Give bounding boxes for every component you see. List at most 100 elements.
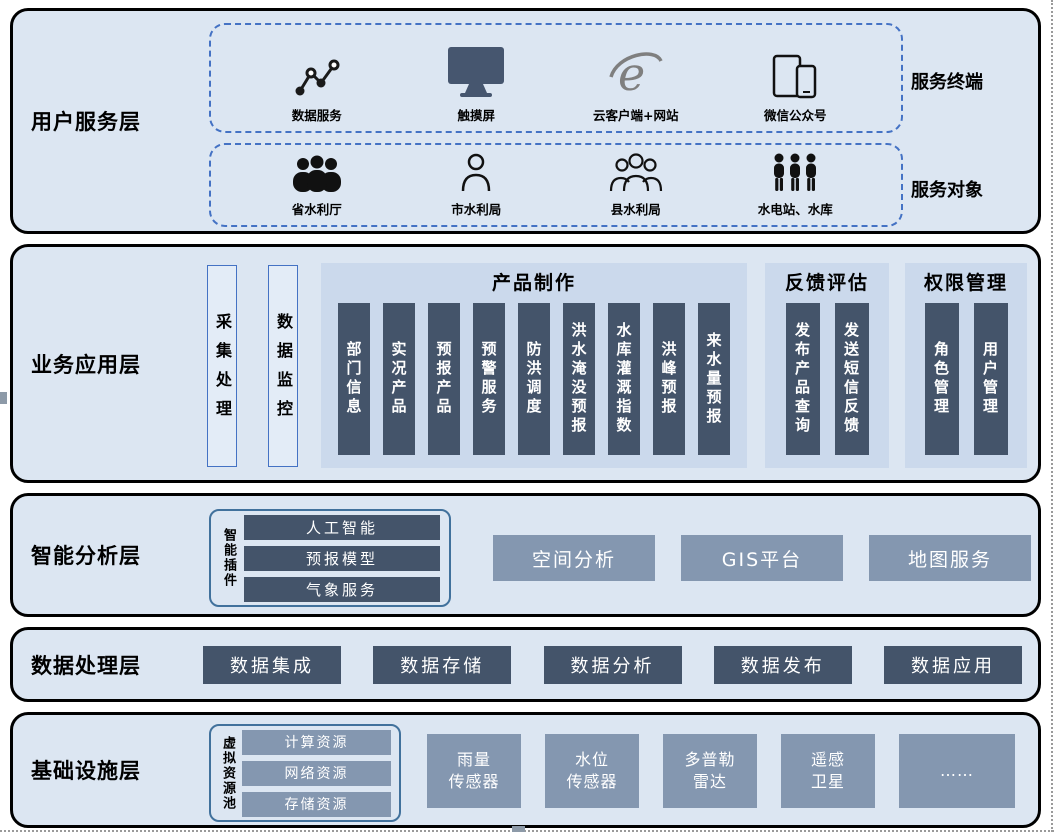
product-bar: 预报产品: [428, 303, 460, 455]
intelligent-plugin-label: 智能插件: [221, 528, 236, 588]
intelligent-plugin-box: 智能插件 人工智能 预报模型 气象服务: [209, 509, 451, 607]
pool-bars: 计算资源 网络资源 存储资源: [242, 729, 391, 817]
terminal-data-service: 数据服务: [262, 33, 372, 124]
product-bar: 实况产品: [383, 303, 415, 455]
audience-provincial: 省水利厅: [262, 153, 372, 218]
selection-marquee-right: [1051, 0, 1053, 832]
audience-municipal: 市水利局: [421, 153, 531, 218]
plugin-bar: 预报模型: [244, 545, 440, 571]
product-bar-label: 洪峰预报: [659, 341, 678, 417]
terminal-label: 触摸屏: [457, 108, 495, 123]
product-bar: 洪峰预报: [653, 303, 685, 455]
browser-icon: e: [608, 41, 664, 99]
product-bar-label: 防洪调度: [524, 341, 543, 417]
product-bar: 预警服务: [473, 303, 505, 455]
product-bar: 部门信息: [338, 303, 370, 455]
pool-bar: 网络资源: [242, 760, 391, 786]
feedback-evaluation-panel: 反馈评估 发布产品查询 发送短信反馈: [765, 263, 889, 468]
person-outline-icon: [459, 153, 493, 193]
remote-sensing-satellite-bar: 遥感 卫星: [781, 734, 875, 808]
processing-bars: 数据集成 数据存储 数据分析 数据发布 数据应用: [203, 645, 1022, 684]
pool-bar: 计算资源: [242, 729, 391, 755]
audience-label: 县水利局: [610, 202, 661, 217]
people-standing-icon: [770, 153, 820, 193]
product-production-title: 产品制作: [491, 272, 576, 294]
mobile-devices-icon: [772, 41, 818, 99]
feedback-bar-label: 发布产品查询: [793, 322, 811, 436]
processing-bar: 数据分析: [543, 645, 682, 684]
processing-bar: 数据发布: [713, 645, 852, 684]
product-bar: 防洪调度: [518, 303, 550, 455]
layer-analysis-label: 智能分析层: [31, 544, 141, 568]
water-level-sensor-bar: 水位 传感器: [545, 734, 639, 808]
selection-handle-bottom: [512, 826, 525, 832]
plugin-bars: 人工智能 预报模型 气象服务: [244, 514, 440, 602]
terminal-label: 云客户端+网站: [593, 108, 679, 123]
layer-business-label: 业务应用层: [31, 352, 141, 377]
pool-bar: 存储资源: [242, 791, 391, 817]
spatial-analysis-bar: 空间分析: [493, 535, 655, 581]
processing-bar: 数据存储: [373, 645, 512, 684]
map-service-bar: 地图服务: [869, 535, 1031, 581]
product-bar-label: 洪水淹没预报: [569, 322, 588, 436]
chip-label: 采集处理: [213, 313, 232, 429]
feedback-bar-label: 发送短信反馈: [842, 322, 860, 436]
audience-label: 省水利厅: [291, 202, 342, 217]
processing-bar: 数据应用: [884, 645, 1022, 684]
permission-management-panel: 权限管理 角色管理 用户管理: [905, 263, 1027, 468]
permission-bar-label: 用户管理: [981, 341, 999, 417]
chip-collection-processing: 采集处理: [207, 265, 237, 467]
layer-infrastructure: 基础设施层 虚拟资源池 计算资源 网络资源 存储资源 雨量 传感器 水位 传感器…: [10, 712, 1041, 828]
terminal-wechat: 微信公众号: [740, 33, 850, 124]
product-bar-label: 预警服务: [479, 341, 498, 417]
ellipsis-bar: ……: [899, 734, 1015, 808]
feedback-evaluation-title: 反馈评估: [784, 272, 869, 294]
layer-processing-label: 数据处理层: [31, 653, 141, 678]
group-outline-icon: [609, 153, 663, 193]
virtual-resource-pool-label: 虚拟资源池: [220, 735, 235, 811]
layer-data-processing: 数据处理层 数据集成 数据存储 数据分析 数据发布 数据应用: [10, 627, 1041, 702]
audience-county: 县水利局: [581, 153, 691, 218]
layer-user-service: 用户服务层 数据服务: [10, 8, 1041, 234]
layer-user-service-label: 用户服务层: [31, 110, 141, 134]
layer-business-application: 业务应用层 采集处理 数据监控 产品制作 部门信息 实况产品 预报产品 预警服务…: [10, 244, 1041, 483]
service-audience-group-label: 服务对象: [911, 180, 983, 201]
touch-screen-icon: [445, 41, 507, 99]
layer-infrastructure-label: 基础设施层: [31, 759, 141, 783]
audience-label: 市水利局: [451, 202, 502, 217]
feedback-bar: 发布产品查询: [785, 303, 820, 455]
group-solid-icon: [290, 153, 344, 193]
product-bar-label: 水库灌溉指数: [614, 322, 633, 436]
gis-platform-bar: GIS平台: [681, 535, 843, 581]
terminal-touch-screen: 触摸屏: [421, 33, 531, 124]
plugin-bar: 气象服务: [244, 576, 440, 602]
selection-marquee-bottom: [0, 830, 1054, 832]
virtual-resource-pool-box: 虚拟资源池 计算资源 网络资源 存储资源: [209, 724, 401, 822]
permission-bars: 角色管理 用户管理: [905, 303, 1027, 455]
service-terminal-group-label: 服务终端: [911, 72, 983, 93]
product-bar-label: 部门信息: [344, 341, 363, 417]
terminal-cloud-client: e 云客户端+网站: [581, 33, 691, 124]
service-audience-group: 省水利厅 市水利局: [209, 143, 903, 227]
sensor-bars: 雨量 传感器 水位 传感器 多普勒 雷达 遥感 卫星 ……: [427, 734, 1015, 808]
service-terminal-group: 数据服务 触摸屏 e 云: [209, 23, 903, 133]
processing-bar: 数据集成: [203, 645, 341, 684]
doppler-radar-bar: 多普勒 雷达: [663, 734, 757, 808]
audience-label: 水电站、水库: [757, 202, 833, 217]
permission-bar: 用户管理: [973, 303, 1008, 455]
product-bar-label: 实况产品: [389, 341, 408, 417]
data-service-icon: [294, 41, 340, 99]
audience-hydropower: 水电站、水库: [740, 153, 850, 218]
product-bar-label: 预报产品: [434, 341, 453, 417]
selection-handle-left: [0, 392, 7, 404]
terminal-label: 数据服务: [291, 108, 342, 123]
permission-bar-label: 角色管理: [932, 341, 950, 417]
chip-data-monitoring: 数据监控: [268, 265, 298, 467]
chip-label: 数据监控: [274, 313, 293, 429]
plugin-bar: 人工智能: [244, 514, 440, 540]
permission-bar: 角色管理: [924, 303, 959, 455]
rain-sensor-bar: 雨量 传感器: [427, 734, 521, 808]
permission-management-title: 权限管理: [923, 272, 1008, 294]
product-bar: 水库灌溉指数: [608, 303, 640, 455]
